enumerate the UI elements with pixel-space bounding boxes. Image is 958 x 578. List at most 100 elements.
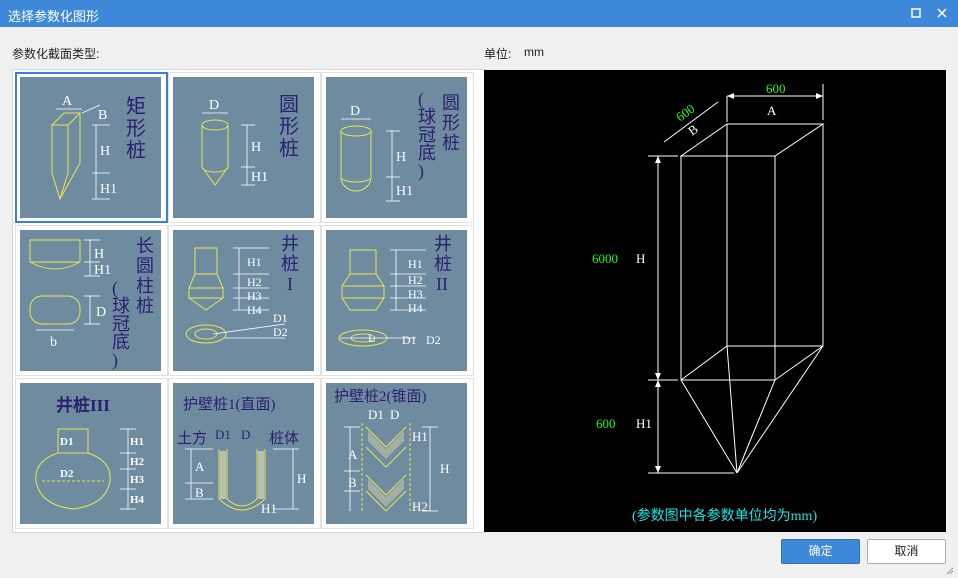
thumb-image: A B H H1 护壁桩1(直面) 土方 桩体 D1 D <box>173 383 314 524</box>
label-h1: H1 <box>130 436 144 448</box>
ok-button[interactable]: 确定 <box>781 539 860 564</box>
close-icon[interactable] <box>934 5 950 21</box>
label-d1: D1 <box>60 436 73 448</box>
title-char: 桩 <box>434 254 452 274</box>
label-h4: H4 <box>130 494 145 506</box>
label-d: D <box>96 305 106 320</box>
title-char: I <box>287 274 293 294</box>
title-char: ( <box>418 89 424 110</box>
title-char: 冠 <box>112 314 130 334</box>
title-char: 桩 <box>442 133 460 153</box>
label-h2: H2 <box>412 499 428 514</box>
thumb-image: D H H1 圆 形 桩 <box>173 77 314 218</box>
thumb-title: 护壁桩2(锥面) <box>334 388 427 405</box>
label-a: A <box>195 459 205 474</box>
shape-well-pile-1[interactable]: H1 H2 H3 H4 D1 D2 井 桩 I <box>168 225 321 376</box>
dim-h1-value: 600 <box>596 416 616 431</box>
label-h: H <box>297 471 306 486</box>
title-char: 圆 <box>442 93 460 113</box>
label-h2: H2 <box>247 275 262 289</box>
shape-gallery: A B H H1 矩 形 桩 <box>12 69 486 533</box>
shape-retaining-pile-1[interactable]: A B H H1 护壁桩1(直面) 土方 桩体 D1 D <box>168 378 321 529</box>
label-d: D <box>390 407 399 422</box>
dim-a-label: A <box>767 103 777 118</box>
label-h2: H2 <box>408 273 423 287</box>
thumb-image: H1 H2 H3 H4 D1 D2 井 桩 I <box>173 230 314 371</box>
label-h1: H1 <box>94 263 111 278</box>
label-d: D <box>350 104 360 119</box>
label-d2: D2 <box>426 333 441 347</box>
cancel-button[interactable]: 取消 <box>867 539 946 564</box>
thumb-image: A B H H1 矩 形 桩 <box>20 77 161 218</box>
title-char: 球 <box>112 296 130 316</box>
label-h1: H1 <box>247 255 262 269</box>
title-char: II <box>436 274 448 294</box>
label-h4: H4 <box>408 301 423 315</box>
label-h: H <box>94 247 104 262</box>
label-l: L <box>368 331 375 345</box>
title-char: ) <box>418 161 424 182</box>
label-d: D <box>241 427 250 442</box>
resize-grip-icon[interactable] <box>946 564 954 575</box>
unit-label: 单位: <box>484 47 512 61</box>
label-d: D <box>209 98 219 113</box>
thumb-image: D1 D2 H1 H2 H3 H4 井桩III <box>20 383 161 524</box>
shape-rect-pile[interactable]: A B H H1 矩 形 桩 <box>15 72 168 223</box>
shape-round-pile[interactable]: D H H1 圆 形 桩 <box>168 72 321 223</box>
dim-h-value: 6000 <box>592 251 618 266</box>
title-char: 底 <box>112 332 130 352</box>
shape-well-pile-2[interactable]: H1 H2 H3 H4 L D1 D2 井 桩 II <box>321 225 474 376</box>
section-type-label: 参数化截面类型: <box>12 47 100 61</box>
label-d2: D2 <box>273 325 288 339</box>
thumb-image: H1 H2 H3 H4 L D1 D2 井 桩 II <box>326 230 467 371</box>
preview-drawing: 600 A 600 B 6000 H 600 H1 (参数图中各参数单位均为mm… <box>484 70 946 532</box>
title-char: ( <box>112 278 118 299</box>
title-char: 桩 <box>279 137 299 160</box>
label-h: H <box>100 144 110 159</box>
title-char: 桩 <box>136 296 154 316</box>
label-h1: H1 <box>100 182 117 197</box>
label-h2: H2 <box>130 456 145 468</box>
title-char: 柱 <box>136 276 154 296</box>
title-char: 井 <box>281 234 299 254</box>
title-char: 底 <box>418 143 436 163</box>
label-b: B <box>348 475 357 490</box>
label-d2: D2 <box>60 468 74 480</box>
title-char: 冠 <box>418 125 436 145</box>
label-b: b <box>50 335 57 350</box>
shape-oblong-pile-dome[interactable]: H H1 D b 长 圆 柱 桩 ( 球 冠 底 ) <box>15 225 168 376</box>
title-char: 球 <box>418 107 436 127</box>
title-char: 井 <box>434 234 452 254</box>
label-h4: H4 <box>247 303 262 317</box>
label-d1: D1 <box>368 407 384 422</box>
shape-well-pile-3[interactable]: D1 D2 H1 H2 H3 H4 井桩III <box>15 378 168 529</box>
label-body: 桩体 <box>269 430 299 447</box>
shape-retaining-pile-2[interactable]: D1 D H1 A B H H2 护壁桩2(锥面) <box>321 378 474 529</box>
title-bar: 选择参数化图形 <box>0 0 958 27</box>
title-char: 形 <box>126 117 146 140</box>
label-d1: D1 <box>273 311 288 325</box>
label-h: H <box>396 150 406 165</box>
dim-h-label: H <box>636 251 645 266</box>
thumb-image: H H1 D b 长 圆 柱 桩 ( 球 冠 底 ) <box>20 230 161 371</box>
shape-round-pile-dome[interactable]: D H H1 圆 形 桩 ( 球 冠 底 ) <box>321 72 474 223</box>
label-h1: H1 <box>251 170 268 185</box>
label-d1: D1 <box>215 427 231 442</box>
window-title: 选择参数化图形 <box>8 9 100 24</box>
label-b: B <box>195 485 204 500</box>
title-char: 桩 <box>281 254 299 274</box>
dim-h1-label: H1 <box>636 416 652 431</box>
label-b: B <box>98 108 107 123</box>
thumb-title: 井桩III <box>56 395 110 415</box>
label-h3: H3 <box>408 287 423 301</box>
title-char: 矩 <box>126 95 146 118</box>
label-h: H <box>440 461 449 476</box>
title-char: 圆 <box>279 94 299 116</box>
unit-value: mm <box>524 45 544 59</box>
maximize-icon[interactable] <box>908 5 924 21</box>
title-char: 形 <box>442 113 460 133</box>
title-char: 圆 <box>136 256 154 276</box>
label-a: A <box>62 94 73 109</box>
label-h1: H1 <box>396 184 413 199</box>
thumb-image: D1 D H1 A B H H2 护壁桩2(锥面) <box>326 383 467 524</box>
